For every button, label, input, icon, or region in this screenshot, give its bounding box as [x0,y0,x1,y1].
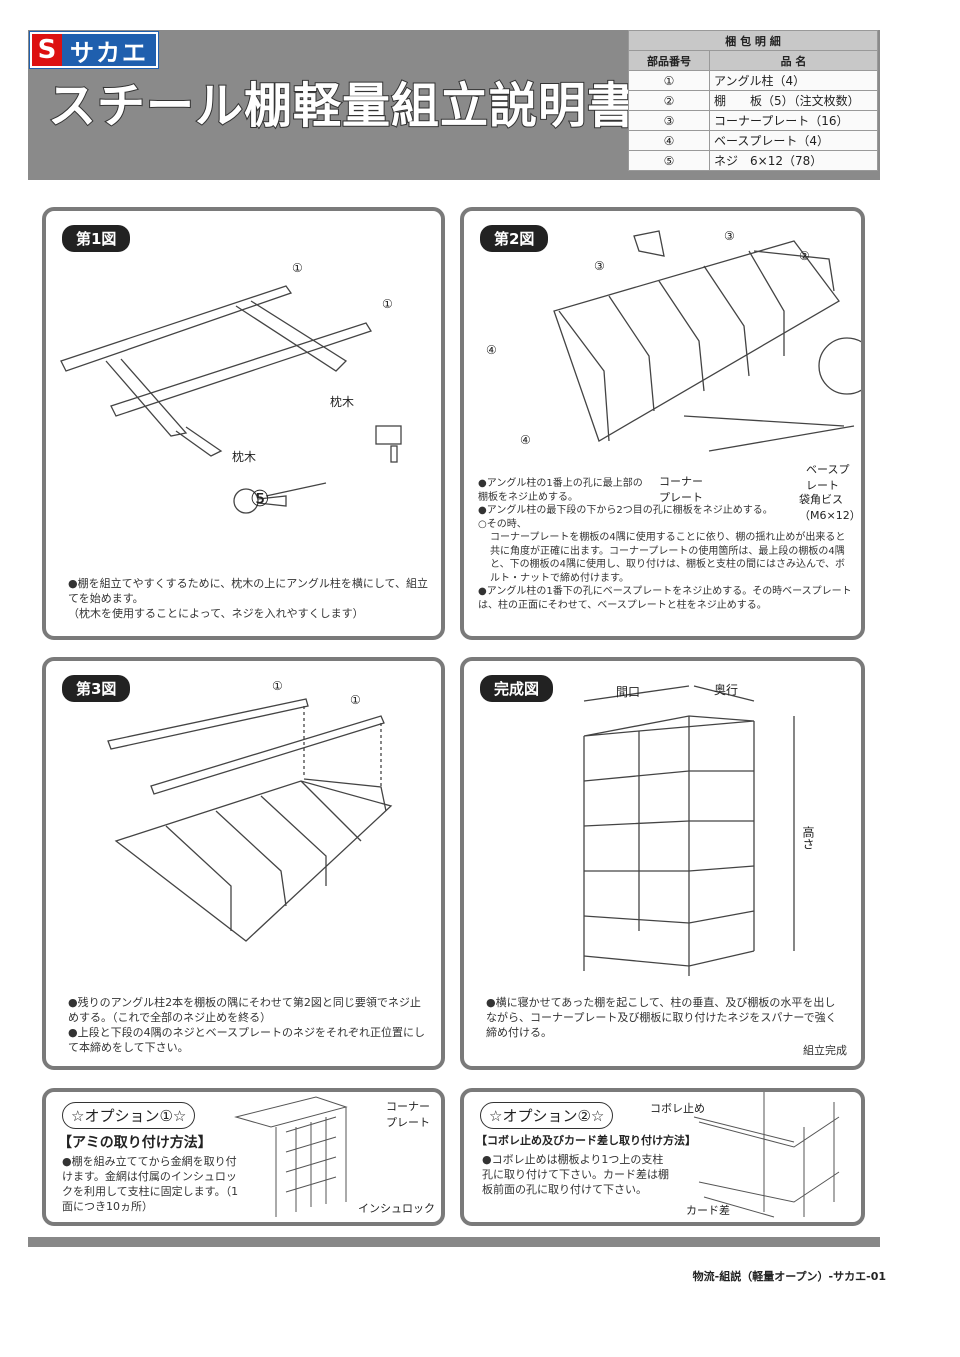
note-line: （枕木を使用することによって、ネジを入れやすくします） [68,607,364,620]
callout-label: ① [382,297,393,311]
part-name: ベースプレート（4） [709,130,878,151]
part-name: コーナープレート（16） [709,110,878,131]
figure-1-notes: ●棚を組立てやすくするために、枕木の上にアングル柱を横にして、組立てを始めます。… [68,576,428,621]
col-header: 品 名 [709,50,878,71]
note-line: ●棚を組立てやすくするために、枕木の上にアングル柱を横にして、組立てを始めます。 [68,577,428,605]
figure-2-diagram [553,230,861,452]
figure-badge: 第3図 [62,675,131,702]
figure-2-panel: 第2図 ③ ③ ② ④ ④ コーナープレート ベースプレート 袋角ビス（M6×1… [460,207,865,640]
option-subtitle: 【コボレ止め及びカード差し取り付け方法】 [476,1134,696,1147]
note-line: ●上段と下段の4隅のネジとベースプレートのネジをそれぞれ正位置にして本締めをして… [68,1026,426,1054]
callout-label: ④ [520,433,531,447]
completion-label: 組立完成 [803,1044,847,1057]
callout-label: ③ [594,259,605,273]
note-line: ●残りのアングル柱2本を棚板の隅にそわせて第2図と同じ要領でネジ止めする。（これ… [68,996,421,1024]
col-header: 部品番号 [628,50,710,71]
brand-logo: S サカエ [30,32,158,68]
figure-badge: 第2図 [480,225,549,252]
callout-label: コーナープレート [659,475,703,504]
callout-label: 袋角ビス（M6×12） [799,493,861,522]
part-number: ② [628,90,710,111]
part-name: 棚 板（5）（注文枚数） [709,90,878,111]
note-line: ●アングル柱の最下段の下から2つ目の孔に棚板をネジ止めする。 [478,505,773,516]
part-number: ③ [628,110,710,131]
callout-label: カード差 [686,1204,730,1217]
part-number: ④ [628,130,710,151]
figure-3-panel: 第3図 ① ① ●残りのアングル柱2本を棚板の隅にそわせて第2図と同じ要領でネジ… [42,657,445,1070]
option-note: ●棚を組み立ててから金網を取り付けます。金網は付属のインシュロックを利用して支柱… [62,1155,239,1213]
part-number: ① [628,70,710,91]
figure-badge: 第1図 [62,225,131,252]
callout-label: ベースプレート [806,463,850,492]
figure-3-diagram [107,698,393,942]
option-note: ●コボレ止めは棚板より1つ上の支柱孔に取り付けて下さい。カード差は棚板前面の孔に… [482,1153,669,1196]
callout-label: コボレ止め [650,1102,705,1115]
option-title: ☆オプション②☆ [480,1102,614,1129]
parts-table-title: 梱 包 明 細 [628,30,878,51]
option-2-panel: ☆オプション②☆ 【コボレ止め及びカード差し取り付け方法】 ●コボレ止めは棚板よ… [460,1088,865,1226]
dimension-label: 奥行 [714,683,739,697]
figure-1-panel: 第1図 ① ① 枕木 枕木 ⑤ ●棚を組立てやすくするために、枕木の上にアングル… [42,207,445,640]
page-title: スチール棚軽量組立説明書 [47,77,637,135]
note-line: ●アングル柱の1番下の孔にベースプレートをネジ止めする。その時ベースプレートは、… [478,586,852,611]
figure-3-notes: ●残りのアングル柱2本を棚板の隅にそわせて第2図と同じ要領でネジ止めする。（これ… [68,995,428,1055]
callout-label: ⑤ [250,487,270,512]
finished-shelf-diagram [583,685,795,976]
document-code: 物流-組説（軽量オープン）-サカエ-01 [692,1270,886,1283]
note-line: コーナープレートを棚板の4隅に使用することに依り、棚の揺れ止めが出来ると共に角度… [490,532,846,584]
callout-label: ① [350,693,361,707]
figure-badge: 完成図 [480,675,554,702]
footer-bar [28,1237,880,1247]
callout-label: ① [272,679,283,693]
note-line: ○その時、 [478,518,527,530]
callout-label: 枕木 [232,450,257,464]
dimension-label: 間口 [616,685,641,699]
callout-label: ② [799,249,810,263]
part-number: ⑤ [628,150,710,171]
callout-label: コーナープレート [386,1100,430,1129]
figure-1-diagram [60,285,402,514]
finished-panel: 完成図 間口 奥行 高さ ●横に寝かせてあった棚を起こして、柱の垂直、及び棚板の… [460,657,865,1070]
brand-mark: S [32,34,62,66]
callout-label: インシュロック [358,1202,435,1215]
option-title: ☆オプション①☆ [62,1102,196,1129]
figure-4-notes: ●横に寝かせてあった棚を起こして、柱の垂直、及び棚板の水平を出しながら、コーナー… [486,996,837,1039]
option-subtitle: 【アミの取り付け方法】 [58,1135,212,1151]
callout-label: ④ [486,343,497,357]
callout-label: ③ [724,229,735,243]
brand-name: サカエ [70,38,148,67]
callout-label: 枕木 [330,395,355,409]
dimension-label: 高さ [801,826,815,850]
part-name: ネジ 6×12（78） [709,150,878,171]
option-1-panel: ☆オプション①☆ 【アミの取り付け方法】 ●棚を組み立ててから金網を取り付けます… [42,1088,445,1226]
figure-2-notes: ●アングル柱の1番上の孔に最上部の棚板をネジ止めする。 ●アングル柱の最下段の下… [478,477,853,612]
card-holder-diagram [693,1092,840,1218]
part-name: アングル柱（4） [709,70,878,91]
callout-label: ① [292,261,303,275]
note-line: ●アングル柱の1番上の孔に最上部の棚板をネジ止めする。 [478,478,643,503]
mesh-diagram [234,1096,348,1217]
